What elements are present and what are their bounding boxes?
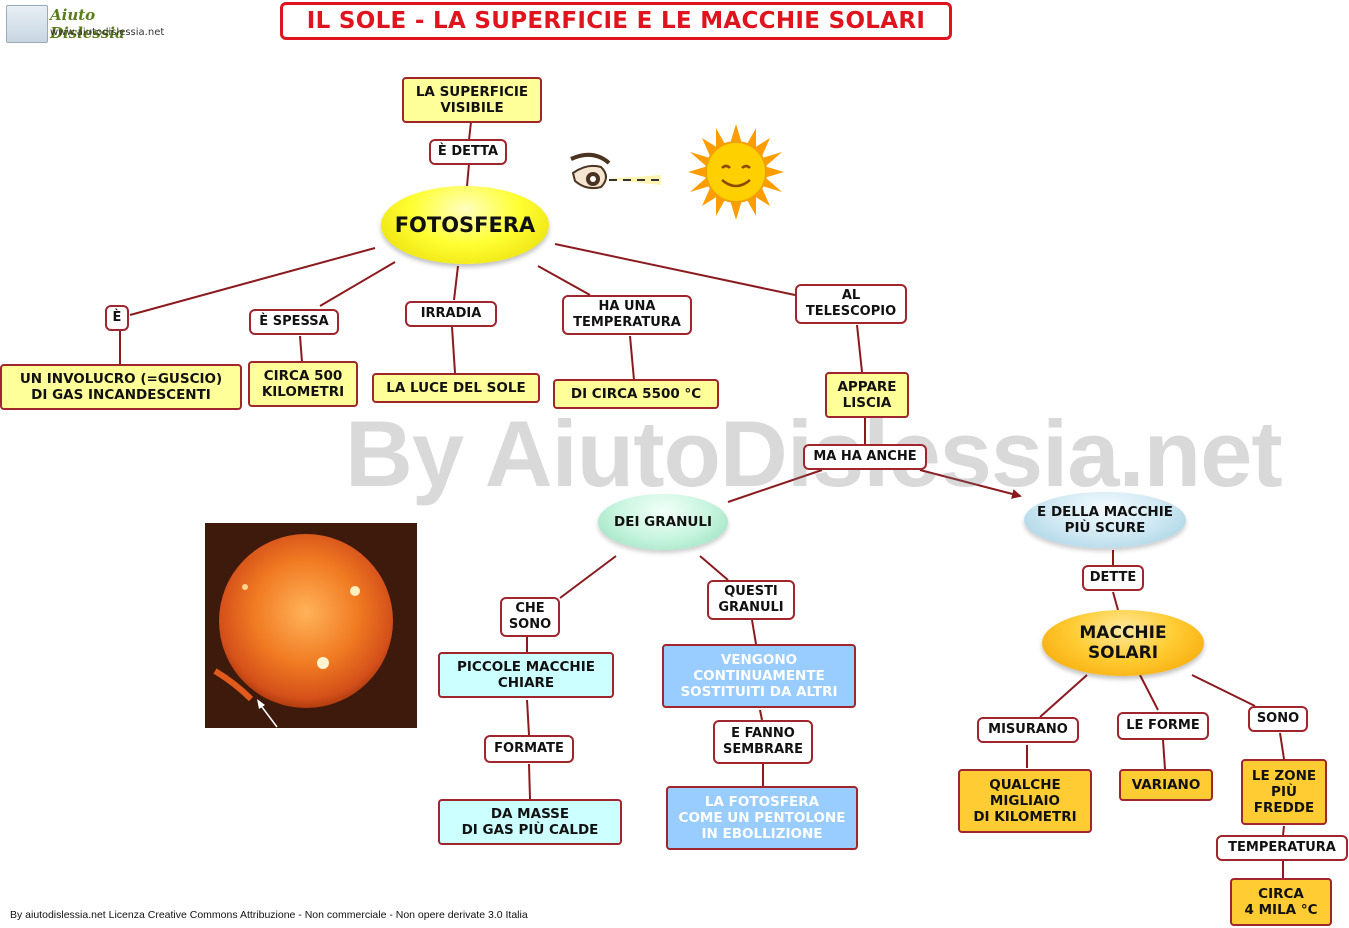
node-qualche-migliaio: QUALCHE MIGLIAIO DI KILOMETRI [958, 769, 1092, 833]
link-misurano: MISURANO [977, 717, 1079, 743]
node-variano: VARIANO [1119, 769, 1213, 801]
license-footer: By aiutodislessia.net Licenza Creative C… [10, 909, 528, 921]
node-appare-liscia: APPARE LISCIA [825, 372, 909, 418]
smiling-sun-icon [686, 124, 786, 220]
link-e: È [105, 305, 129, 331]
link-le-forme: LE FORME [1117, 712, 1209, 740]
logo-url: www.aiutodislessia.net [50, 27, 165, 38]
link-sono: SONO [1248, 706, 1308, 732]
node-zone-piu-fredde: LE ZONE PIÙ FREDDE [1241, 759, 1327, 825]
node-macchie-solari: MACCHIE SOLARI [1042, 610, 1204, 676]
link-ha-una-temperatura: HA UNA TEMPERATURA [562, 295, 692, 335]
link-che-sono: CHE SONO [500, 597, 560, 637]
link-e-fanno-sembrare: E FANNO SEMBRARE [713, 720, 813, 764]
node-masse-di-gas: DA MASSE DI GAS PIÙ CALDE [438, 799, 622, 845]
link-al-telescopio: AL TELESCOPIO [795, 284, 907, 324]
aiutodislessia-logo: Aiuto Dislessia www.aiutodislessia.net [4, 2, 165, 43]
link-e-spessa: È SPESSA [249, 309, 339, 335]
link-irradia: IRRADIA [405, 301, 497, 327]
node-fotosfera: FOTOSFERA [381, 186, 549, 264]
node-vengono-sostituiti: VENGONO CONTINUAMENTE SOSTITUITI DA ALTR… [662, 644, 856, 708]
node-superficie-visibile: LA SUPERFICIE VISIBILE [402, 77, 542, 123]
node-dei-granuli: DEI GRANULI [598, 494, 728, 550]
link-formate: FORMATE [484, 735, 574, 763]
logo-name: Aiuto Dislessia [50, 6, 125, 42]
link-e-detta: È DETTA [429, 139, 507, 165]
node-luce-del-sole: LA LUCE DEL SOLE [372, 373, 540, 403]
node-piccole-macchie-chiare: PICCOLE MACCHIE CHIARE [438, 652, 614, 698]
link-temperatura: TEMPERATURA [1216, 835, 1348, 861]
link-ma-ha-anche: MA HA ANCHE [803, 444, 927, 470]
node-pentolone: LA FOTOSFERA COME UN PENTOLONE IN EBOLLI… [666, 786, 858, 850]
sun-photo [205, 523, 417, 728]
node-macchie-piu-scure: E DELLA MACCHIE PIÙ SCURE [1024, 492, 1186, 548]
link-questi-granuli: QUESTI GRANULI [707, 580, 795, 620]
node-circa-5500: DI CIRCA 5500 °C [553, 379, 719, 409]
page-title: IL SOLE - LA SUPERFICIE E LE MACCHIE SOL… [280, 2, 952, 40]
node-circa-4-mila: CIRCA 4 MILA °C [1230, 878, 1332, 926]
eye-looking-icon [565, 145, 665, 205]
node-involucro: UN INVOLUCRO (=GUSCIO) DI GAS INCANDESCE… [0, 364, 242, 410]
link-dette: DETTE [1082, 565, 1144, 591]
book-icon [6, 5, 48, 43]
node-circa-500-km: CIRCA 500 KILOMETRI [248, 361, 358, 407]
